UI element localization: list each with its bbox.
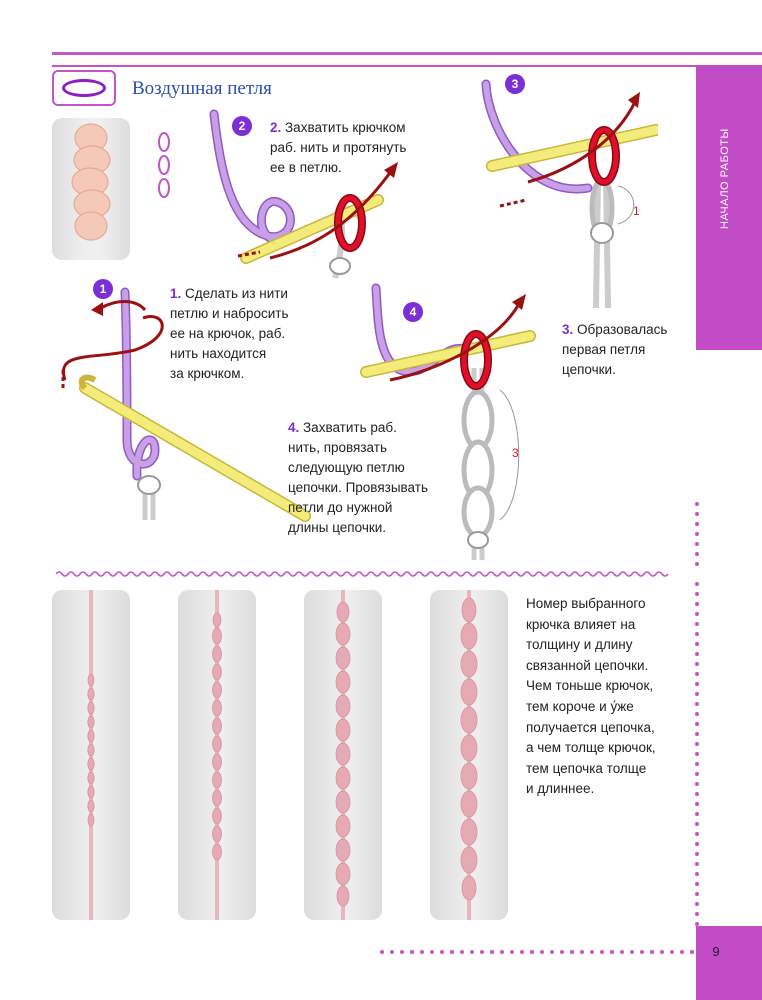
chain-photo-3 — [304, 590, 382, 920]
step2-line: Захватить крючком — [285, 120, 406, 135]
description-line: связанной цепочки. — [526, 657, 649, 673]
description-line: а чем толще крючок, — [526, 740, 656, 756]
step2-text: 2. Захватить крючком раб. нить и протяну… — [270, 118, 440, 178]
loop-icon — [62, 79, 106, 97]
top-rule — [52, 52, 762, 67]
side-tab-label: НАЧАЛО РАБОТЫ — [719, 128, 731, 229]
step4-line: следующую петлю — [288, 460, 405, 475]
step2-number: 2. — [270, 120, 282, 135]
step4-number: 4. — [288, 420, 300, 435]
page-title: Воздушная петля — [132, 78, 272, 99]
step3-illustration — [481, 79, 658, 309]
step2-line: раб. нить и протянуть — [270, 140, 407, 155]
step4-loop-count: 3 — [512, 446, 519, 460]
step3-line: цепочки. — [562, 362, 616, 377]
step3-loop-count: 1 — [633, 204, 640, 218]
description-line: Чем тоньше крючок, — [526, 678, 654, 694]
step1-line: ее на крючок, раб. — [170, 326, 286, 341]
step4-text: 4. Захватить раб. нить, провязать следую… — [288, 418, 458, 538]
step4-line: длины цепочки. — [288, 520, 387, 535]
description-line: Номер выбранного — [526, 596, 646, 611]
step1-line: петлю и набросить — [170, 306, 289, 321]
step2-badge: 2 — [232, 116, 252, 136]
description-line: крючка влияет на — [526, 616, 636, 632]
description-line: и длиннее. — [526, 781, 595, 797]
step2-illustration — [209, 109, 398, 279]
step1-line: за крючком. — [170, 366, 245, 381]
step4-line: петли до нужной — [288, 500, 393, 515]
step1-illustration — [61, 287, 311, 522]
step1-badge: 1 — [93, 279, 113, 299]
step3-line: первая петля — [562, 342, 646, 357]
description-text: Номер выбранного крючка влияет на толщин… — [526, 594, 696, 800]
page-number: 9 — [712, 944, 720, 959]
step2-line: ее в петлю. — [270, 160, 342, 175]
step3-number: 3. — [562, 322, 574, 337]
bottom-dot-divider — [380, 950, 694, 954]
step4-badge: 4 — [403, 302, 423, 322]
description-line: толщину и длину — [526, 637, 633, 653]
step1-line: Сделать из нити — [185, 286, 288, 301]
step1-text: 1. Сделать из нити петлю и набросить ее … — [170, 284, 330, 384]
wavy-divider — [56, 571, 669, 577]
step1-line: нить находится — [170, 346, 267, 361]
chain-symbol-icon — [158, 132, 170, 198]
step4-illustration — [360, 283, 536, 560]
step3-line: Образовалась — [577, 322, 668, 337]
side-tab — [696, 66, 762, 350]
vertical-dot-divider-lower — [695, 582, 699, 926]
step4-line: Захватить раб. — [303, 420, 397, 435]
page-number-tab — [696, 926, 762, 1000]
chain-photo-small — [52, 118, 130, 260]
description-line: тем короче и у́же — [526, 698, 634, 714]
chain-photo-4 — [430, 590, 508, 920]
chain-photo-1 — [52, 590, 130, 920]
chain-photo-2 — [178, 590, 256, 920]
step3-badge: 3 — [505, 74, 525, 94]
step3-text: 3. Образовалась первая петля цепочки. — [562, 320, 692, 380]
vertical-dot-divider — [695, 502, 699, 566]
step1-number: 1. — [170, 286, 182, 301]
description-line: получается цепочка, — [526, 719, 655, 735]
step4-line: нить, провязать — [288, 440, 387, 455]
step4-line: цепочки. Провязывать — [288, 480, 428, 495]
description-line: тем цепочка толще — [526, 760, 647, 776]
